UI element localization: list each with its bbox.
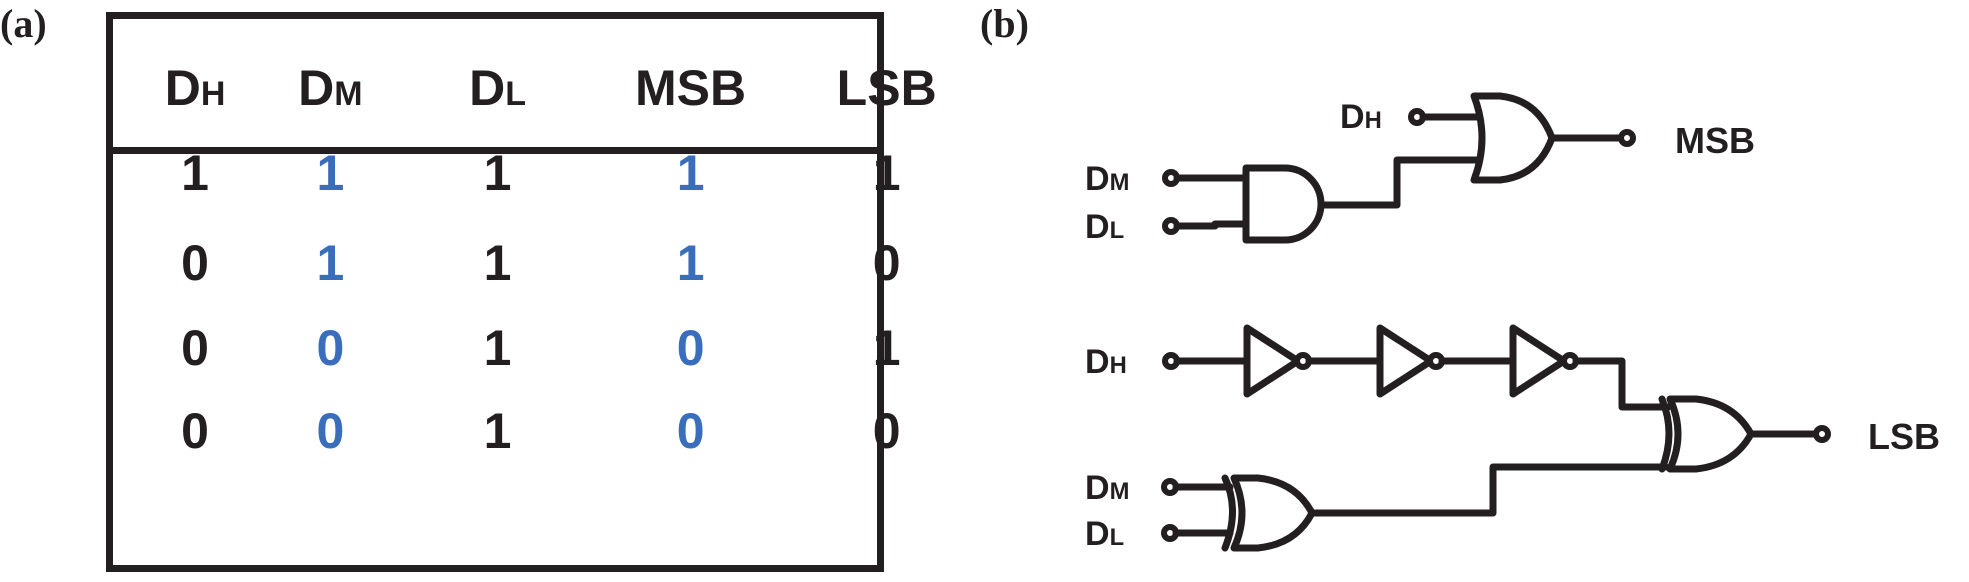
column-header: LSB <box>807 59 967 117</box>
input-label-dh-top: DH <box>1340 98 1382 136</box>
output-terminal-msb <box>1618 129 1636 147</box>
table-cell: 1 <box>483 403 512 459</box>
table-cell: 0 <box>181 320 209 376</box>
table-cell: 0 <box>872 403 901 459</box>
input-label-dm-bottom: DM <box>1085 469 1129 507</box>
column-header-main: D <box>469 60 506 116</box>
inverter-gate-2 <box>1376 324 1435 398</box>
panel-label-a: (a) <box>0 1 47 46</box>
xor-back-curve-final <box>1658 395 1673 473</box>
and-gate <box>1242 164 1325 244</box>
inverter-gate-3 <box>1509 324 1568 398</box>
column-header: DM <box>250 59 410 117</box>
column-header-main: D <box>298 60 335 116</box>
table-cell: 1 <box>316 235 345 291</box>
output-label-lsb: LSB <box>1868 416 1940 457</box>
input-label-dl-bottom: DL <box>1085 515 1124 553</box>
output-terminal-lsb <box>1813 425 1831 443</box>
input-label-dm-top: DM <box>1085 160 1129 198</box>
wire-xor-xor <box>1308 463 1670 517</box>
column-header-subscript: L <box>505 75 526 113</box>
table-cell: 1 <box>872 320 901 376</box>
column-header-main: D <box>164 60 201 116</box>
wire-dl-and <box>1173 220 1249 230</box>
table-cell: 0 <box>316 320 345 376</box>
lsb-circuit <box>1161 324 1831 552</box>
table-cell: 1 <box>872 145 901 201</box>
output-label-msb: MSB <box>1675 120 1755 161</box>
xor-gate-lower <box>1230 474 1316 552</box>
wire-inv3-xor <box>1572 357 1672 411</box>
xor-back-curve-lower <box>1221 474 1236 552</box>
table-cell: 1 <box>676 235 705 291</box>
xor-gate-final <box>1666 395 1755 473</box>
column-header-subscript: H <box>200 75 226 113</box>
column-header: MSB <box>611 59 771 117</box>
table-cell: 1 <box>483 145 512 201</box>
table-cell: 1 <box>483 235 512 291</box>
or-gate <box>1470 92 1556 184</box>
column-header-main: LSB <box>836 60 937 116</box>
table-cell: 0 <box>316 403 345 459</box>
msb-circuit <box>1162 92 1636 244</box>
wire-and-or <box>1309 156 1484 209</box>
input-label-dl-top: DL <box>1085 208 1124 246</box>
column-header: DH <box>115 59 275 117</box>
table-cell: 1 <box>676 145 705 201</box>
column-header-main: MSB <box>635 60 747 116</box>
table-cell: 1 <box>316 145 345 201</box>
table-cell: 0 <box>676 320 705 376</box>
inverter-gate-1 <box>1243 324 1302 398</box>
table-cell: 1 <box>181 145 209 201</box>
table-cell: 0 <box>872 235 901 291</box>
table-cell: 1 <box>483 320 512 376</box>
table-cell: 0 <box>181 235 209 291</box>
panel-label-b: (b) <box>980 1 1029 46</box>
column-header-subscript: M <box>334 75 363 113</box>
input-label-dh-bottom: DH <box>1085 343 1127 381</box>
table-cell: 0 <box>181 403 209 459</box>
table-cell: 0 <box>676 403 705 459</box>
truth-table-header <box>113 19 877 154</box>
column-header: DL <box>418 59 578 117</box>
